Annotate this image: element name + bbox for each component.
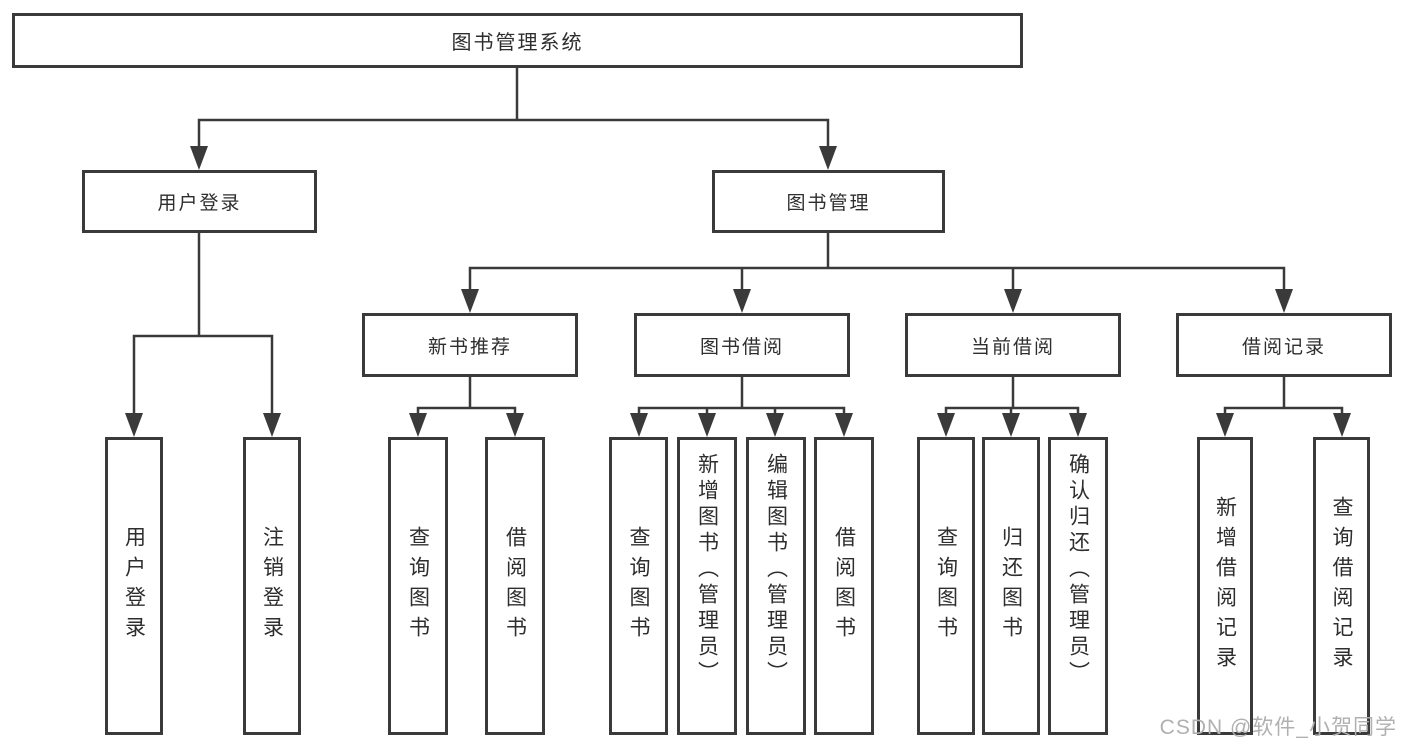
node-label: 查询图书 bbox=[934, 526, 958, 646]
node-label: 用户登录 bbox=[157, 193, 242, 214]
leaf-confirm-return-admin: 确认归还（管理员） bbox=[1048, 437, 1108, 735]
leaf-add-borrowing-record: 新增借阅记录 bbox=[1197, 437, 1253, 735]
node-label: 图书管理 bbox=[786, 193, 871, 214]
arrowheads bbox=[125, 146, 1351, 437]
node-current-borrowing: 当前借阅 bbox=[905, 313, 1121, 377]
connector-borrowing-to-leaves bbox=[637, 377, 846, 414]
node-label: 借阅图书 bbox=[832, 526, 856, 646]
arrow-icon bbox=[1275, 289, 1293, 313]
leaf-add-book-admin: 新增图书（管理员） bbox=[677, 437, 737, 735]
connector-bookmgmt-to-level3 bbox=[468, 233, 1286, 290]
leaf-query-books-borrowing: 查询图书 bbox=[609, 437, 668, 735]
node-label: 新增图书（管理员） bbox=[695, 453, 719, 687]
arrow-icon bbox=[263, 413, 281, 437]
node-label: 借阅图书 bbox=[503, 526, 527, 646]
connector-current-to-leaves bbox=[944, 377, 1080, 414]
node-label: 新增借阅记录 bbox=[1213, 496, 1237, 676]
arrow-icon bbox=[819, 146, 837, 170]
leaf-logout: 注销登录 bbox=[243, 437, 301, 735]
watermark: CSDN @软件_小贺同学 bbox=[1159, 716, 1397, 739]
connector-lines bbox=[132, 67, 1344, 414]
leaf-edit-book-admin: 编辑图书（管理员） bbox=[746, 437, 806, 735]
arrow-icon bbox=[766, 413, 784, 437]
node-book-management: 图书管理 bbox=[712, 170, 945, 233]
leaf-return-books: 归还图书 bbox=[982, 437, 1040, 735]
node-label: 编辑图书（管理员） bbox=[764, 453, 788, 687]
node-label: 查询图书 bbox=[406, 526, 430, 646]
node-label: 查询借阅记录 bbox=[1330, 496, 1353, 676]
arrow-icon bbox=[506, 413, 524, 437]
connector-newbooks-to-leaves bbox=[416, 377, 517, 414]
arrow-icon bbox=[1333, 413, 1351, 437]
node-label: 用户登录 bbox=[122, 526, 146, 646]
node-label: 图书借阅 bbox=[699, 336, 784, 358]
arrow-icon bbox=[835, 413, 853, 437]
leaf-borrow-books-borrowing: 借阅图书 bbox=[814, 437, 874, 735]
node-user-login-group: 用户登录 bbox=[82, 170, 317, 233]
leaf-query-borrowing-record: 查询借阅记录 bbox=[1313, 437, 1370, 735]
arrow-icon bbox=[190, 146, 208, 170]
connector-records-to-leaves bbox=[1223, 377, 1344, 414]
node-label: 新书推荐 bbox=[427, 336, 512, 358]
connector-userlogin-to-leaves bbox=[132, 233, 274, 414]
node-borrowing-records: 借阅记录 bbox=[1176, 313, 1392, 377]
node-label: 确认归还（管理员） bbox=[1066, 453, 1090, 687]
arrow-icon bbox=[461, 289, 479, 313]
node-library-management-system: 图书管理系统 bbox=[12, 13, 1023, 68]
node-label: 当前借阅 bbox=[970, 336, 1055, 358]
leaf-borrow-books-newbooks: 借阅图书 bbox=[485, 437, 545, 735]
leaf-user-login: 用户登录 bbox=[105, 437, 163, 735]
node-label: 注销登录 bbox=[260, 526, 284, 646]
leaf-query-books-newbooks: 查询图书 bbox=[388, 437, 448, 735]
arrow-icon bbox=[409, 413, 427, 437]
arrow-icon bbox=[1069, 413, 1087, 437]
arrow-icon bbox=[698, 413, 716, 437]
arrow-icon bbox=[1004, 289, 1022, 313]
connector-root-to-level2 bbox=[197, 67, 830, 147]
arrow-icon bbox=[125, 413, 143, 437]
node-label: 归还图书 bbox=[999, 526, 1023, 646]
leaf-query-books-current: 查询图书 bbox=[917, 437, 975, 735]
node-label: 图书管理系统 bbox=[451, 32, 584, 54]
arrow-icon bbox=[630, 413, 648, 437]
arrow-icon bbox=[733, 289, 751, 313]
node-label: 查询图书 bbox=[627, 526, 650, 646]
node-new-book-recommendation: 新书推荐 bbox=[362, 313, 578, 377]
arrow-icon bbox=[937, 413, 955, 437]
arrow-icon bbox=[1216, 413, 1234, 437]
arrow-icon bbox=[1002, 413, 1020, 437]
node-label: 借阅记录 bbox=[1241, 336, 1326, 358]
node-book-borrowing: 图书借阅 bbox=[634, 313, 850, 377]
